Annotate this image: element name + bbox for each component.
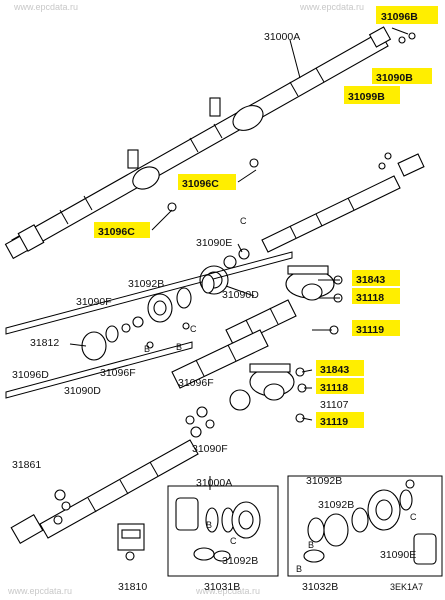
label-B: B [308,540,314,550]
part-31090B[interactable]: 31090B [376,72,413,84]
label-31092B: 31092B [222,555,258,567]
watermark: www.epcdata.ru [7,586,72,596]
watermark: www.epcdata.ru [299,2,364,12]
part-31096C[interactable]: 31096C [98,226,135,238]
label-31096D: 31096D [12,369,49,381]
label-31090E: 31090E [196,237,232,249]
label-C: C [410,512,417,522]
label-31861: 31861 [12,459,41,471]
label-31000A: 31000A [196,477,232,489]
label-31032B: 31032B [302,581,338,593]
front-propeller-shaft [10,426,202,545]
label-31031B: 31031B [204,581,240,593]
label-31090D: 31090D [64,385,101,397]
label-31090F: 31090F [192,443,228,455]
label-31092B: 31092B [128,278,164,290]
label-31096F: 31096F [100,367,136,379]
label-31090F: 31090F [76,296,112,308]
label-31107: 31107 [320,399,349,411]
part-31099B[interactable]: 31099B [348,91,385,103]
figure-code: 3EK1A7 [390,582,423,592]
label-31092B: 31092B [306,475,342,487]
label-C: C [190,324,197,334]
upper-propeller-shaft [4,26,416,260]
label-B: B [296,564,302,574]
watermark: www.epcdata.ru [195,586,260,596]
part-31118[interactable]: 31118 [356,292,384,304]
part-31119[interactable]: 31119 [356,324,384,336]
label-C: C [230,536,237,546]
label-31810: 31810 [118,581,147,593]
part-31096C[interactable]: 31096C [182,178,219,190]
part-31843[interactable]: 31843 [320,364,349,376]
label-31812: 31812 [30,337,59,349]
label-31090E: 31090E [380,549,416,561]
label-31090D: 31090D [222,289,259,301]
label-31092B: 31092B [318,499,354,511]
label-B: B [176,342,182,352]
center-bearing-assembly [5,251,343,429]
watermark: www.epcdata.ru [13,2,78,12]
highlighted-part-numbers: 31096B 31090B 31099B 31096C 31096C 31843… [94,6,438,428]
part-31118[interactable]: 31118 [320,382,348,394]
part-31096B[interactable]: 31096B [381,11,418,23]
part-31119[interactable]: 31119 [320,416,348,428]
leader-lines [69,27,409,490]
detail-boxes [117,475,443,577]
label-31096F: 31096F [178,377,214,389]
label-C: C [240,216,247,226]
label-B: B [144,344,150,354]
label-31000A: 31000A [264,31,300,43]
label-B: B [206,520,212,530]
part-31843[interactable]: 31843 [356,274,385,286]
